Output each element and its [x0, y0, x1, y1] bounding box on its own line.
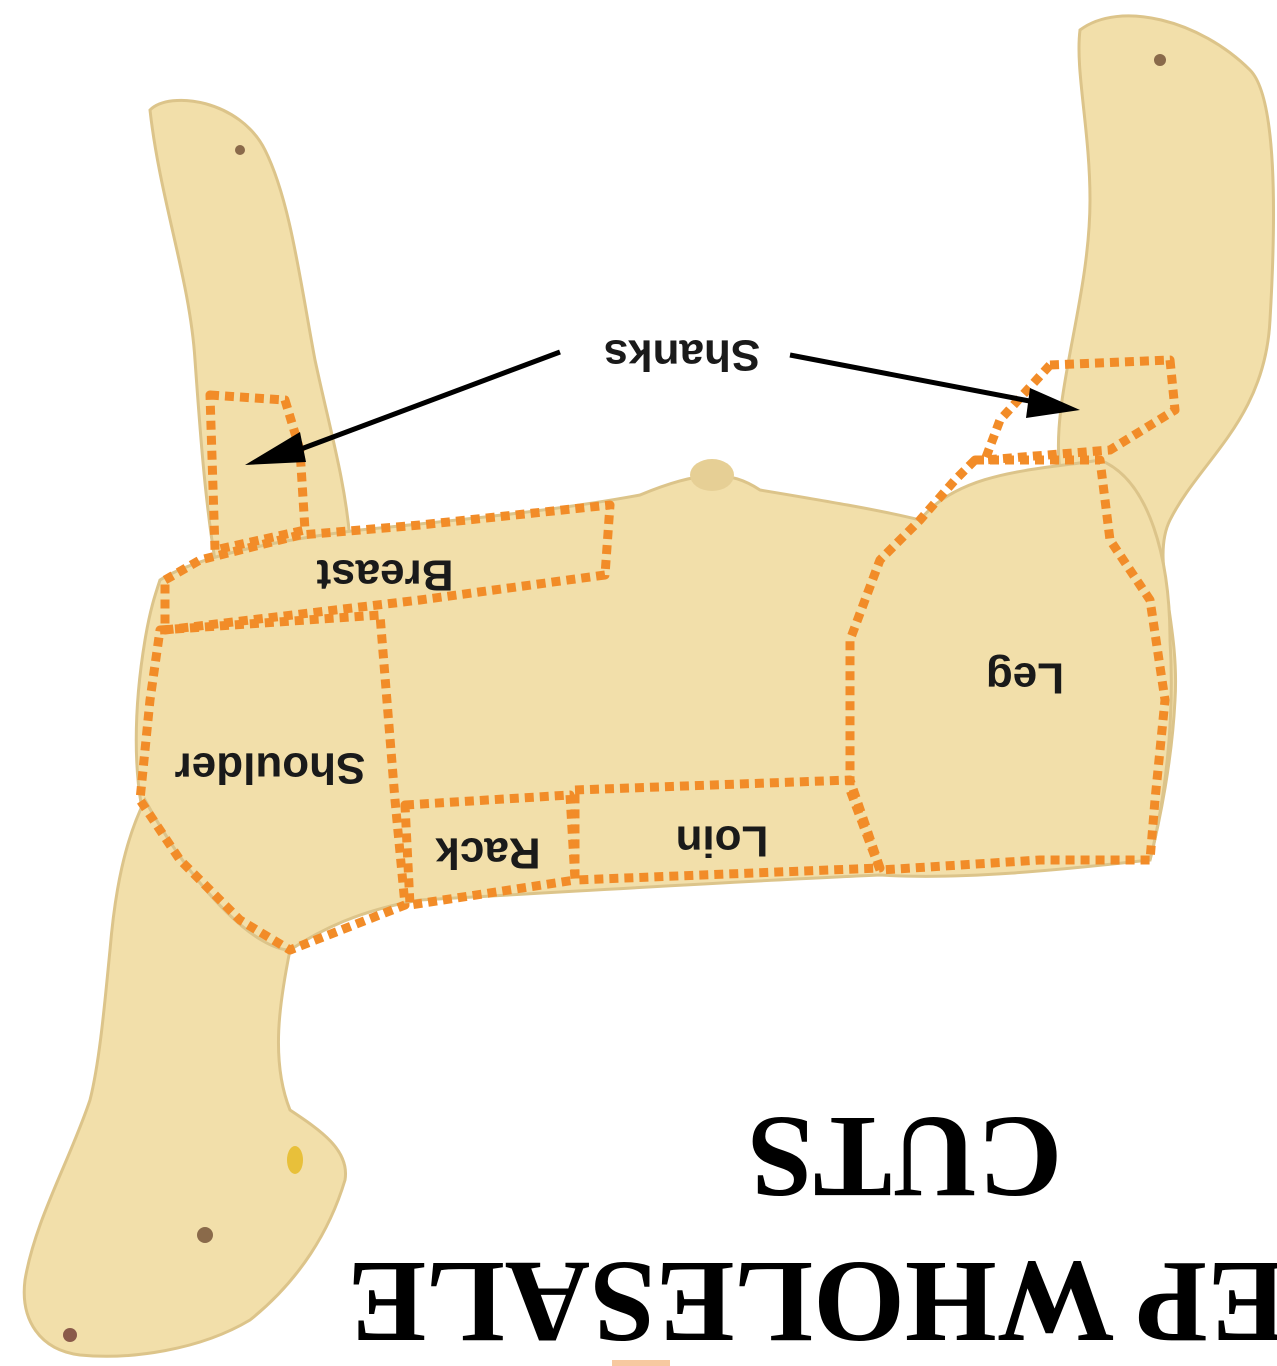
bottom-artifact — [612, 1360, 670, 1366]
label-breast: Breast — [316, 550, 453, 599]
nostril-spot — [63, 1328, 77, 1342]
title-line-1: SHEEP WHOLESALE — [348, 1237, 1277, 1366]
label-rack: Rack — [435, 828, 541, 877]
hoof-spot-right — [1154, 54, 1166, 66]
title-line-2: CUTS — [748, 1092, 1063, 1223]
arrow-line-right — [790, 355, 1040, 403]
label-shoulder: Shoulder — [175, 743, 366, 792]
front-leg-shape — [150, 100, 350, 560]
label-leg: Leg — [986, 653, 1064, 702]
label-shanks: Shanks — [604, 330, 761, 379]
hoof-spot-left — [235, 145, 245, 155]
label-loin: Loin — [676, 816, 769, 865]
carcass-illustration — [24, 16, 1273, 1356]
ear-tag — [287, 1146, 303, 1174]
tail-nub — [690, 459, 734, 491]
diagram-title: SHEEP WHOLESALE CUTS — [348, 1092, 1277, 1366]
eye-spot — [197, 1227, 213, 1243]
